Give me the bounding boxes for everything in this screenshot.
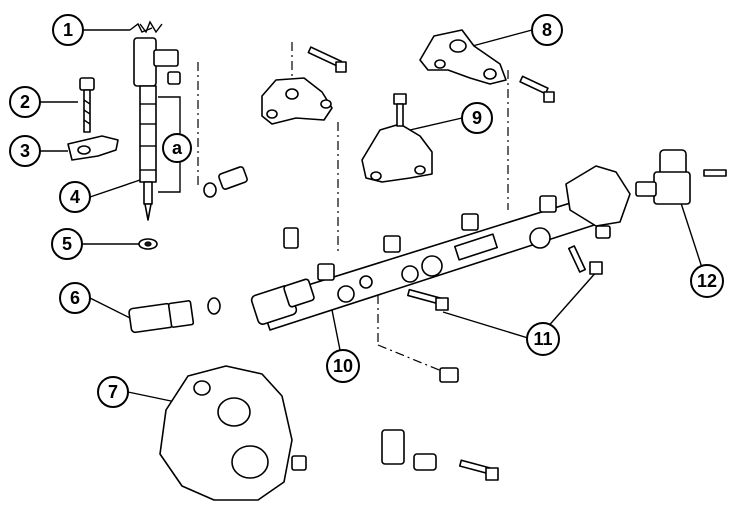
injector [133, 37, 181, 221]
callout-11: 11 [526, 322, 560, 356]
sealing-washer [138, 238, 158, 250]
small-parts-bottom [381, 429, 499, 481]
bracket-upper [419, 29, 507, 85]
injector-bolt [79, 77, 95, 133]
callout-8: 8 [531, 14, 563, 46]
callout-label: 1 [63, 20, 73, 40]
callout-label: 5 [62, 234, 72, 254]
assembly-lines [197, 42, 509, 373]
callout-9: 9 [461, 102, 493, 134]
callout-2: 2 [9, 86, 41, 118]
callout-10: 10 [326, 349, 360, 383]
bracket-middle [361, 123, 433, 183]
callout-label: 7 [108, 382, 118, 402]
pump-pressure-line [291, 367, 459, 493]
callout-label: 9 [472, 108, 482, 128]
injector-fuel-line [203, 154, 304, 249]
callout-5: 5 [51, 228, 83, 260]
rail-pressure-sensor [128, 297, 221, 334]
pressure-regulator [635, 149, 727, 205]
bolt-9 [393, 93, 407, 127]
bracket-left [261, 77, 333, 125]
bolt-8 [519, 75, 555, 103]
callout-3: 3 [9, 135, 41, 167]
callout-label: 4 [70, 187, 80, 207]
callout-label: 10 [333, 356, 353, 376]
callout-4: 4 [59, 181, 91, 213]
callout-label: 2 [20, 92, 30, 112]
callout-a: a [162, 133, 192, 163]
callout-label: 11 [533, 329, 552, 349]
fuel-rail [250, 165, 631, 331]
bolt-left-top [307, 46, 347, 73]
callout-12: 12 [690, 264, 724, 298]
injector-clip [139, 20, 163, 34]
bolts-11 [407, 245, 603, 311]
callout-label: a [172, 138, 183, 158]
callout-label: 8 [542, 20, 552, 40]
callout-label: 3 [20, 141, 30, 161]
high-pressure-pump [159, 365, 293, 501]
injector-clamp [67, 135, 119, 161]
callout-6: 6 [59, 282, 91, 314]
callout-label: 6 [70, 288, 80, 308]
callout-1: 1 [52, 14, 84, 46]
callout-label: 12 [697, 271, 717, 291]
callout-7: 7 [97, 376, 129, 408]
